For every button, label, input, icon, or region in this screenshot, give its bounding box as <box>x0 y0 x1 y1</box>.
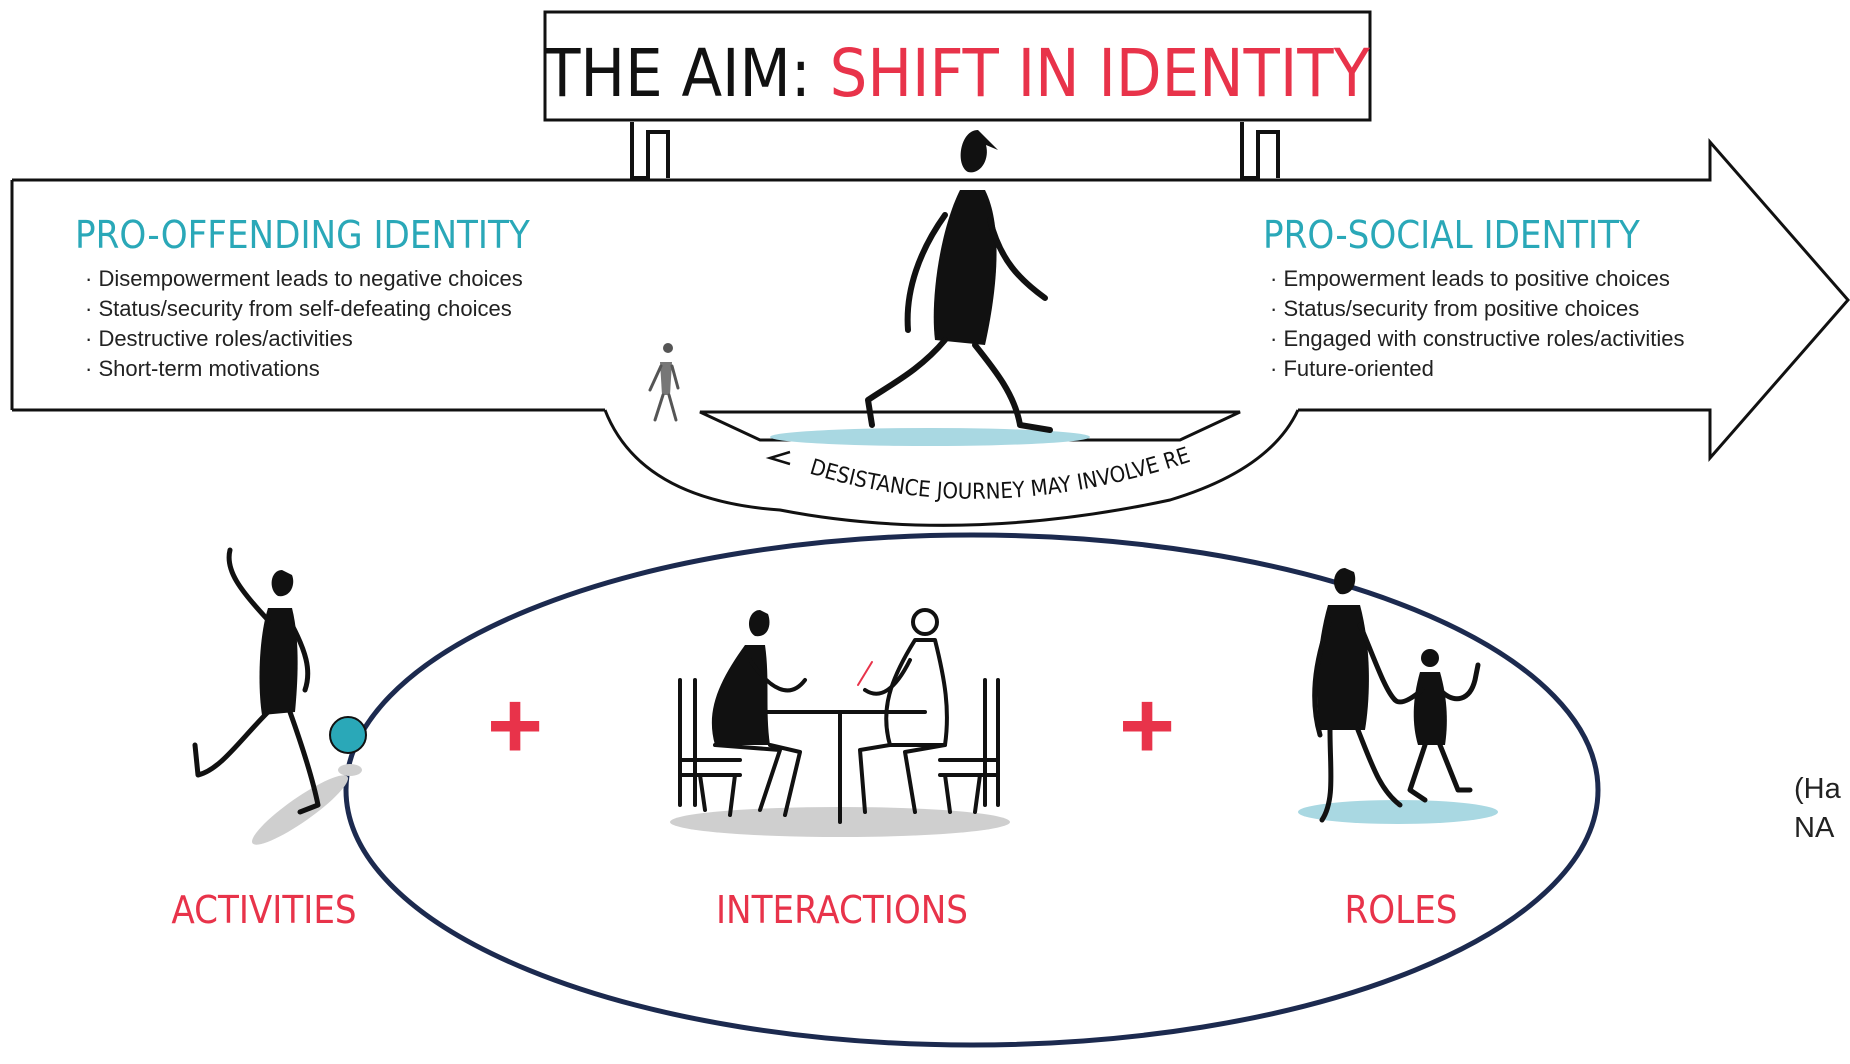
pro-social-heading: PRO-SOCIAL IDENTITY <box>1263 213 1640 257</box>
grouping-ellipse <box>343 532 1601 1048</box>
journey-arrow <box>12 138 1850 462</box>
title-sign: THE AIM: SHIFT IN IDENTITY <box>543 10 1372 180</box>
citation-text: (Ha NA <box>1794 770 1841 848</box>
plus-icon: + <box>1119 672 1175 779</box>
pro-social-item: · Future-oriented <box>1270 356 1434 381</box>
pro-offending-item: · Short-term motivations <box>85 356 320 381</box>
pro-social-item: · Empowerment leads to positive choices <box>1270 266 1670 291</box>
two-people-at-table-figure <box>670 608 1010 837</box>
parent-and-child-figure <box>1298 568 1498 824</box>
relapse-dip <box>603 409 1300 527</box>
pro-social-block: PRO-SOCIAL IDENTITY · Empowerment leads … <box>1263 213 1685 381</box>
platform-shadow <box>770 428 1090 446</box>
title-board <box>543 10 1372 122</box>
sign-post-left <box>630 122 670 180</box>
small-walker-figure <box>648 343 680 422</box>
sign-post-right <box>1240 122 1280 180</box>
title-highlight: SHIFT IN IDENTITY <box>830 35 1371 112</box>
pro-offending-heading: PRO-OFFENDING IDENTITY <box>75 213 530 257</box>
pro-offending-item: · Disempowerment leads to negative choic… <box>85 266 523 291</box>
soccer-ball-icon <box>329 716 367 754</box>
citation-line: (Ha <box>1794 773 1841 805</box>
walking-person-figure <box>865 130 1053 433</box>
label-activities: ACTIVITIES <box>171 888 356 932</box>
title-prefix: THE AIM: <box>543 35 811 112</box>
pro-offending-item: · Status/security from self-defeating ch… <box>85 296 512 321</box>
citation-line: NA <box>1794 812 1835 845</box>
soccer-player-figure <box>192 547 367 845</box>
label-interactions: INTERACTIONS <box>716 888 968 932</box>
pro-social-item: · Status/security from positive choices <box>1270 296 1639 321</box>
pro-offending-block: PRO-OFFENDING IDENTITY · Disempowerment … <box>75 213 530 381</box>
pro-social-item: · Engaged with constructive roles/activi… <box>1270 326 1685 351</box>
label-roles: ROLES <box>1345 888 1458 932</box>
page-title: THE AIM: SHIFT IN IDENTITY <box>543 35 1370 112</box>
plus-icon: + <box>487 672 543 779</box>
pro-offending-item: · Destructive roles/activities <box>85 326 353 351</box>
back-arrow-icon <box>765 450 791 466</box>
